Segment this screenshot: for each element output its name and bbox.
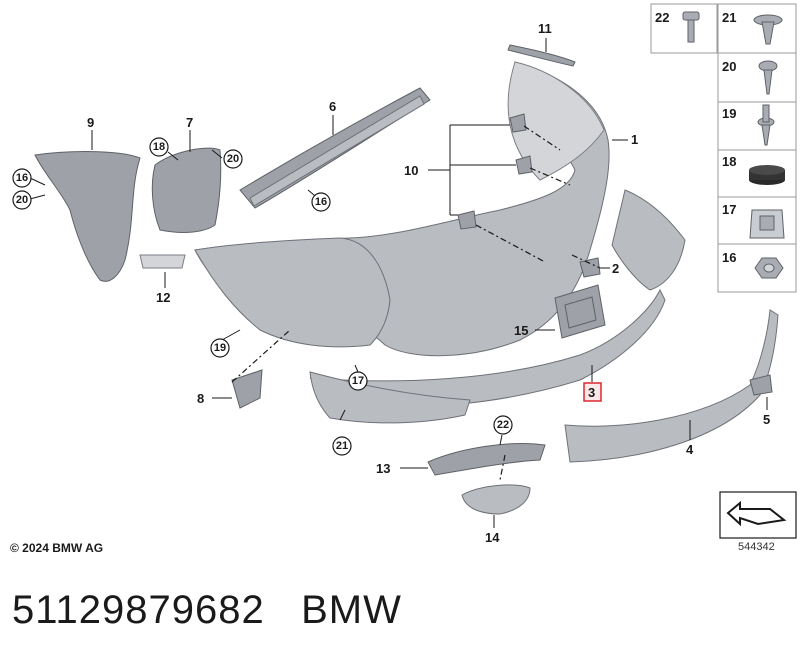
callout-20a: 20 <box>12 190 32 210</box>
copyright-label: © 2024 BMW AG <box>10 541 104 555</box>
legend-20: 20 <box>722 59 736 74</box>
svg-text:17: 17 <box>352 375 364 387</box>
callout-8: 8 <box>197 391 204 406</box>
callout-1: 1 <box>631 132 638 147</box>
callout-14: 14 <box>485 530 500 545</box>
svg-text:20: 20 <box>227 153 239 165</box>
frame-15 <box>554 284 606 339</box>
callout-12: 12 <box>156 290 170 305</box>
strip-11 <box>507 44 576 67</box>
diffuser-3 <box>309 288 666 408</box>
legend-19: 19 <box>722 106 736 121</box>
hex-nut-icon <box>754 257 784 279</box>
bumper-upper-surface <box>507 61 605 181</box>
long-screw-icon <box>757 104 775 146</box>
clip-10b <box>515 155 533 175</box>
cap-5 <box>749 374 773 396</box>
orientation-icon <box>719 491 797 539</box>
callout-21: 21 <box>332 436 352 456</box>
part-number-line: 51129879682 BMW <box>12 588 402 633</box>
clip-10c <box>457 210 477 230</box>
part-number: 51129879682 <box>12 588 265 632</box>
part-8 <box>231 369 263 409</box>
callout-6: 6 <box>329 99 336 114</box>
callout-3-highlight <box>583 382 602 402</box>
callout-16b: 16 <box>311 192 331 212</box>
legend-22: 22 <box>655 10 669 25</box>
clip-10a <box>509 113 527 133</box>
diagram-number: 544342 <box>738 541 775 553</box>
callout-10: 10 <box>404 163 418 178</box>
callout-18: 18 <box>149 137 169 157</box>
svg-text:16: 16 <box>16 172 28 184</box>
svg-text:22: 22 <box>497 419 509 431</box>
screw-icon <box>758 60 778 95</box>
part-12 <box>139 254 186 269</box>
side-panel-right <box>611 189 686 291</box>
legend-16: 16 <box>722 250 736 265</box>
cap-2 <box>579 257 601 278</box>
carrier-6-ribs <box>249 95 425 207</box>
callout-4: 4 <box>686 442 694 457</box>
callout-19: 19 <box>210 338 230 358</box>
callout-7: 7 <box>186 115 193 130</box>
callout-3: 3 <box>588 385 595 400</box>
fastener-legend: 22 21 20 19 18 17 16 <box>650 3 797 293</box>
bracket-9 <box>34 151 141 282</box>
washer-screw-icon <box>753 14 783 45</box>
svg-text:21: 21 <box>336 440 348 452</box>
callout-15: 15 <box>514 323 528 338</box>
trim-strip-4 <box>564 309 779 463</box>
svg-text:16: 16 <box>315 196 327 208</box>
grommet-icon <box>749 165 785 185</box>
exhaust-tip-14 <box>461 484 531 515</box>
legend-18: 18 <box>722 154 736 169</box>
callout-20b: 20 <box>223 149 243 169</box>
callout-17: 17 <box>348 371 368 391</box>
callout-16a: 16 <box>12 168 32 188</box>
callout-11: 11 <box>538 21 552 36</box>
svg-text:18: 18 <box>153 141 165 153</box>
bracket-13 <box>427 443 546 476</box>
svg-text:20: 20 <box>16 194 28 206</box>
callout-2: 2 <box>612 261 619 276</box>
svg-text:19: 19 <box>214 342 226 354</box>
clip-nut-icon <box>749 209 785 239</box>
bumper-left-wing <box>194 237 391 348</box>
callout-22: 22 <box>493 415 513 435</box>
legend-21: 21 <box>722 10 736 25</box>
callout-9: 9 <box>87 115 94 130</box>
bracket-7 <box>151 147 222 233</box>
callout-5: 5 <box>763 412 770 427</box>
bolt-icon <box>682 11 700 43</box>
legend-17: 17 <box>722 202 736 217</box>
brand-name: BMW <box>301 588 402 632</box>
callout-13: 13 <box>376 461 390 476</box>
